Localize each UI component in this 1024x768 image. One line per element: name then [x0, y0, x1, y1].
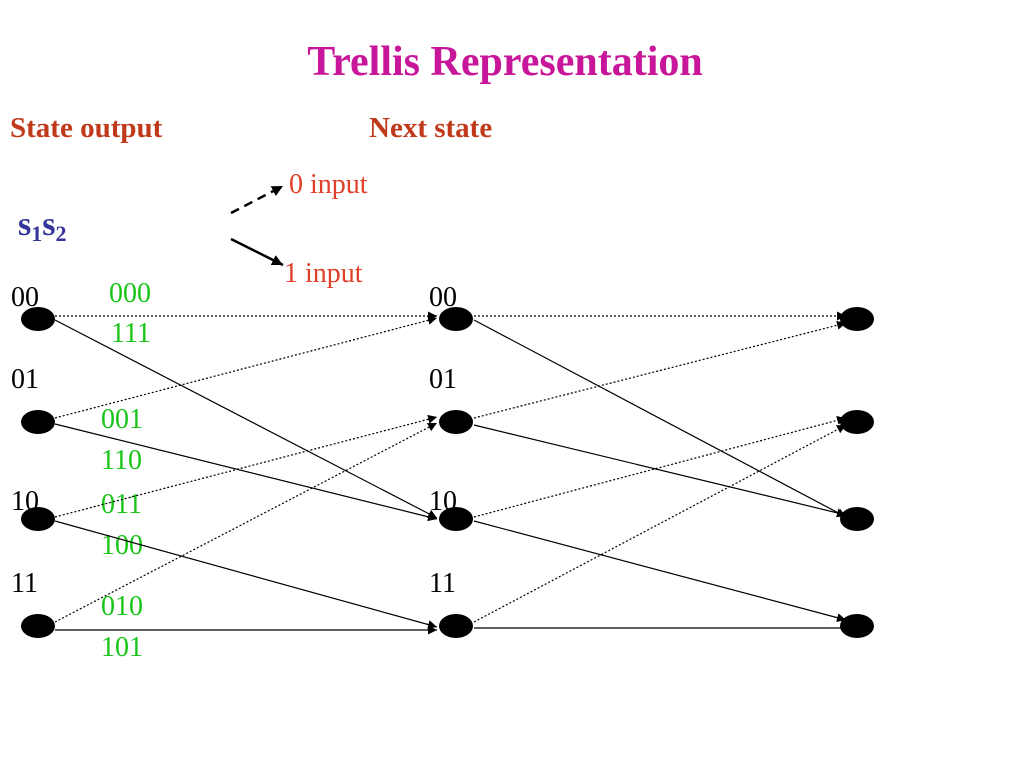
- state-label-col2-11: 11: [429, 568, 456, 599]
- node-col2-01: [439, 410, 473, 434]
- transition2-01-to-10-input1: [473, 424, 847, 518]
- transition2-00-to-10-input1: [473, 319, 847, 518]
- state-variable-label: s1s2: [18, 206, 67, 246]
- node-col3-10: [840, 507, 874, 531]
- state-label-col1-11: 11: [11, 568, 38, 599]
- output-label-10-zero: 011: [101, 489, 142, 520]
- output-label-00-zero: 000: [109, 278, 151, 309]
- node-col2-00: [439, 307, 473, 331]
- transition-11-to-01-input0: [54, 422, 438, 623]
- stage2-transitions: [473, 311, 847, 629]
- legend-dashed-arrow: [230, 184, 284, 215]
- state-label-col2-01: 01: [429, 364, 457, 395]
- node-col1-01: [21, 410, 55, 434]
- node-col2-10: [439, 507, 473, 531]
- output-label-00-one: 111: [111, 318, 151, 349]
- legend-solid-arrow: [230, 237, 284, 267]
- state-label-col1-01: 01: [11, 364, 39, 395]
- state-nodes: [21, 307, 874, 638]
- next-state-header: Next state: [369, 112, 493, 144]
- node-col2-11: [439, 614, 473, 638]
- transition2-10-to-11-input1: [473, 520, 847, 623]
- page-title: Trellis Representation: [307, 39, 703, 85]
- node-col3-11: [840, 614, 874, 638]
- state-output-header: State output: [10, 112, 163, 144]
- stage1-transitions: [54, 311, 438, 635]
- transition-01-to-10-input1: [54, 423, 438, 522]
- legend-zero-input-label: 0 input: [289, 169, 368, 200]
- output-label-11-one: 101: [101, 632, 143, 663]
- transition2-11-to-01-input0: [473, 424, 847, 623]
- transition-01-to-00-input0: [54, 315, 438, 419]
- output-label-01-one: 110: [101, 445, 142, 476]
- transition2-01-to-00-input0: [473, 320, 847, 419]
- transition2-10-to-01-input0: [473, 415, 847, 518]
- transition-10-to-01-input0: [54, 414, 438, 518]
- node-col3-00: [840, 307, 874, 331]
- output-label-11-zero: 010: [101, 591, 143, 622]
- node-col1-00: [21, 307, 55, 331]
- transition-10-to-11-input1: [54, 520, 438, 629]
- legend-one-input-label: 1 input: [284, 258, 363, 289]
- transition-00-to-10-input1: [54, 319, 438, 519]
- node-col3-01: [840, 410, 874, 434]
- output-label-01-zero: 001: [101, 404, 143, 435]
- node-col1-10: [21, 507, 55, 531]
- node-col1-11: [21, 614, 55, 638]
